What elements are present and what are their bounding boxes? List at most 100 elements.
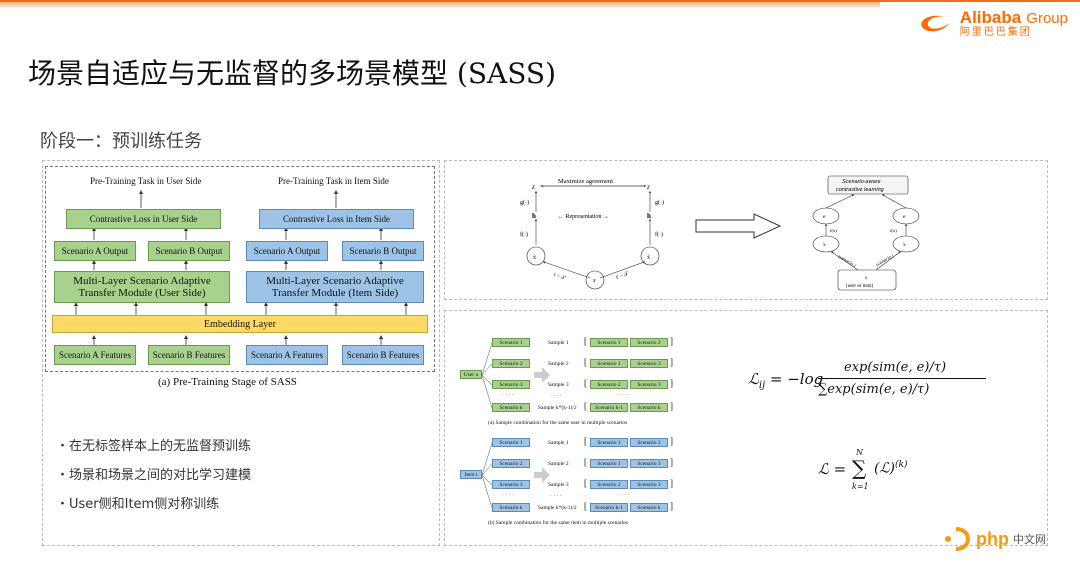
item-scenario-2: Scenario 2 [492,459,530,468]
module-item-box: Multi-Layer Scenario Adaptive Transfer M… [246,271,424,303]
sample-combination-diagram: User u Scenario 1 Scenario 2 Scenario 3 … [458,332,688,532]
bracket-close: ] [670,457,673,467]
loss-user-box: Contrastive Loss in User Side [66,209,221,229]
user-pair-3a: Scenario 2 [590,380,628,389]
formula-sum-top: N [856,448,863,457]
diagram-arrows [74,190,408,352]
item-scenario-k: Scenario k [492,503,530,512]
output-user-a: Scenario A Output [54,241,136,261]
g-left-label: g(·) [520,199,529,206]
t1-label: t ~ 𝒯 [553,272,567,282]
watermark-brand: php [976,528,1009,549]
module-user-box: Multi-Layer Scenario Adaptive Transfer M… [54,271,230,303]
bracket-close: ] [670,478,673,488]
user-sample-2: Sample 2 [548,361,569,367]
hj-label: h [647,212,651,220]
e-j-label: e [903,214,906,220]
contrastive-learning-title: contrastive learning [836,187,885,193]
formula-l-lhs: ℒ = [818,460,847,478]
item-caption: (b) Sample combination for the same item… [488,520,629,526]
zj-label: z [646,183,650,191]
e-i-label: e [823,214,826,220]
xi-label: x̃ [533,254,536,261]
user-side-title: Pre-Training Task in User Side [90,176,202,186]
simclr-diagram: Maximize agreement z z g(·) g(·) h h ← R… [520,178,664,290]
features-item-a: Scenario A Features [246,345,328,365]
xj-label: x̃ [647,254,650,261]
user-sample-3: Sample 3 [548,382,569,388]
user-pair-kb: Scenario k [630,403,668,412]
user-pair-ka: Scenario k-1 [590,403,628,412]
sum-symbol: ∑ [852,456,867,480]
formula-l-body: (ℒ) [874,460,896,477]
user-sample-1: Sample 1 [548,340,569,346]
user-pair-2b: Scenario 3 [630,359,668,368]
left-panel [42,160,440,546]
item-sample-dots: · · · · [550,493,562,499]
item-pair-dots: · · · · [618,492,630,498]
logo-brand: Alibaba [959,8,1022,27]
scenario-j-label: scenario j [875,254,895,269]
zi-label: z [531,183,535,191]
scenario-aware-diagram: Scenario-aware contrastive learning e e … [812,175,920,291]
transfer-arrow-icon [695,213,782,239]
user-pair-3b: Scenario 3 [630,380,668,389]
item-side-title: Pre-Training Task in Item Side [278,176,389,186]
bullet-3: ・User侧和Item侧对称训练 [56,497,220,512]
user-scenario-dots: · · · · [502,392,514,398]
right-top-panel [444,160,1048,300]
item-sample-1: Sample 1 [548,440,569,446]
page-title: 场景自适应与无监督的多场景模型 (SASS) [28,57,557,90]
formula-lij-eq: = −log [769,370,824,388]
output-item-b: Scenario B Output [342,241,424,261]
bracket-open: [ [584,478,587,488]
user-pair-1b: Scenario 2 [630,338,668,347]
pretraining-diagram: Pre-Training Task in User Side Pre-Train… [45,166,435,372]
f-right-label: f(x) [890,228,897,233]
maximize-agreement-label: Maximize agreement [558,178,613,185]
item-pair-2b: Scenario 3 [630,459,668,468]
item-pair-2a: Scenario 1 [590,459,628,468]
f-left-label: f(x) [830,228,837,233]
s-desc-label: (user or item) [846,284,874,289]
bracket-close: ] [670,378,673,388]
bracket-open: [ [584,357,587,367]
tree-lines [481,342,550,509]
watermark-suffix: 中文网 [1013,533,1046,546]
logo-group: Group [1026,10,1068,27]
user-scenario-2: Scenario 2 [492,359,530,368]
features-user-b: Scenario B Features [148,345,230,365]
formula-numerator: exp(sim(e, e)/τ) [844,360,947,375]
user-sample-k: Sample k*(k-1)/2 [538,405,577,411]
scenario-aware-title: Scenario-aware [842,179,881,185]
embedding-layer-box: Embedding Layer [52,315,428,333]
bracket-open: [ [584,501,587,511]
item-pair-3b: Scenario 3 [630,480,668,489]
item-scenario-3: Scenario 3 [492,480,530,489]
alibaba-logo-icon [921,15,950,32]
hi-label: h [532,212,536,220]
bracket-open: [ [584,436,587,446]
user-scenario-k: Scenario k [492,403,530,412]
bracket-open: [ [584,378,587,388]
header-accent-strip [0,2,880,7]
loss-item-box: Contrastive Loss in Item Side [259,209,414,229]
item-pair-ka: Scenario k-1 [590,503,628,512]
logo-sub: 阿里巴巴集团 [959,27,1032,38]
item-sample-k: Sample k*(k-1)/2 [538,505,577,511]
bracket-close: ] [670,436,673,446]
contrastive-loss-formula: ℒij = −log exp(sim(e, e)/τ) ∑exp(sim(e, … [748,356,998,416]
s-label: s [865,275,867,281]
output-item-a: Scenario A Output [246,241,328,261]
output-user-b: Scenario B Output [148,241,230,261]
item-pair-1a: Scenario 1 [590,438,628,447]
left-diagram-caption: (a) Pre-Training Stage of SASS [158,376,297,388]
features-user-a: Scenario A Features [54,345,136,365]
total-loss-formula: ℒ = N ∑ k=1 (ℒ)(k) [818,448,908,491]
representation-label: ← Representation → [558,214,609,220]
bullet-2: ・场景和场景之间的对比学习建模 [56,468,252,483]
x-j-label: x [903,242,906,248]
features-item-b: Scenario B Features [342,345,424,365]
t2-label: t' ~ 𝒯 [616,271,630,281]
alibaba-logo: Alibaba Group 阿里巴巴集团 [916,6,1068,40]
